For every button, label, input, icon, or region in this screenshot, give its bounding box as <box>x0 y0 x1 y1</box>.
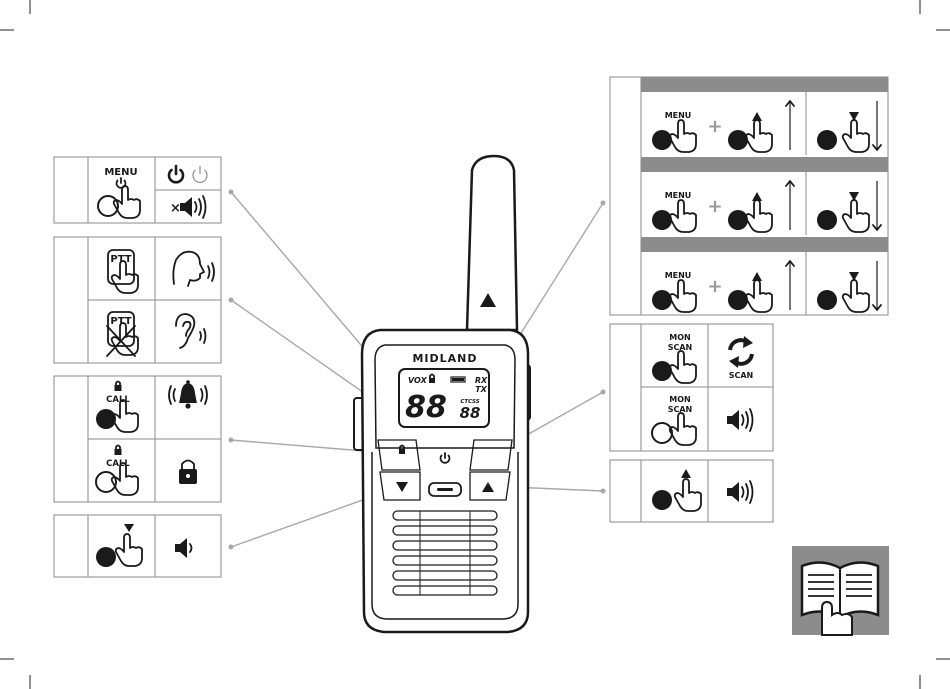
radio-device: MIDLAND VOX RX TX 88 CTCSS 88 <box>354 156 530 632</box>
panel-volume-down <box>54 515 221 577</box>
svg-text:×: × <box>170 201 181 216</box>
button-filled-icon <box>728 290 748 310</box>
rx-indicator: RX <box>475 376 488 385</box>
manual-book-icon <box>792 546 889 635</box>
mon-label: MON <box>669 395 690 404</box>
panel-volume-up <box>610 460 773 522</box>
header-bar <box>641 157 888 172</box>
header-bar <box>641 77 888 92</box>
menu-label: MENU <box>665 111 692 120</box>
menu-label: MENU <box>665 191 692 200</box>
button-filled-icon <box>728 130 748 150</box>
button-filled-icon <box>817 210 837 230</box>
panel-menu-settings <box>610 77 888 315</box>
tx-indicator: TX <box>475 385 487 394</box>
menu-label: MENU <box>665 271 692 280</box>
header-bar <box>641 237 888 252</box>
scan-label: SCAN <box>729 371 754 380</box>
plus-sign: + <box>707 116 722 137</box>
panel-power: MENU × <box>54 157 221 223</box>
brand-logo: MIDLAND <box>412 352 477 365</box>
panel-ptt: PTT PTT <box>54 237 221 363</box>
channel-digits: 88 <box>405 390 447 425</box>
button-outline-icon <box>652 423 672 443</box>
code-digits: 88 <box>460 404 481 422</box>
mon-label: MON <box>669 333 690 342</box>
button-filled-icon <box>652 290 672 310</box>
button-filled-icon <box>652 361 672 381</box>
panel-call-lock: CALL CALL <box>54 376 221 502</box>
button-filled-icon <box>652 490 672 510</box>
menu-label: MENU <box>104 167 137 178</box>
button-filled-icon <box>817 130 837 150</box>
button-filled-icon <box>652 130 672 150</box>
plus-sign: + <box>707 196 722 217</box>
vox-indicator: VOX <box>408 376 428 385</box>
button-filled-icon <box>817 290 837 310</box>
plus-sign: + <box>707 276 722 297</box>
button-filled-icon <box>652 210 672 230</box>
panel-mon-scan: MON SCAN SCAN MON SCAN <box>610 324 773 451</box>
button-filled-icon <box>96 547 116 567</box>
button-filled-icon <box>728 210 748 230</box>
